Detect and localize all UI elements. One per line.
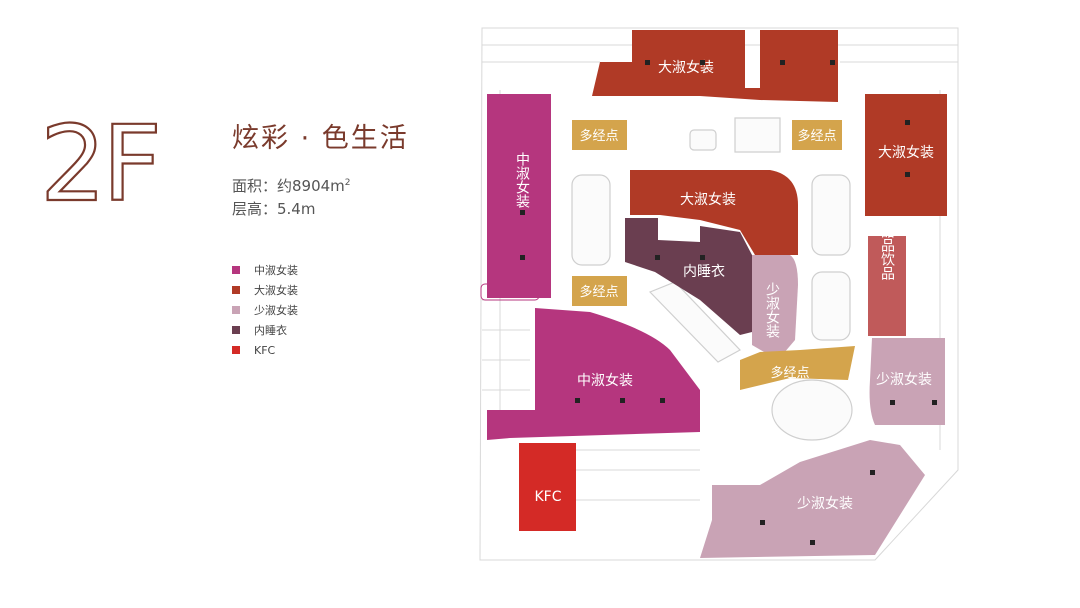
legend-swatch bbox=[232, 266, 240, 274]
area-info: 面积：约8904m2 bbox=[232, 175, 351, 196]
legend-item: 大淑女装 bbox=[232, 280, 298, 300]
legend-swatch bbox=[232, 326, 240, 334]
zone-shape bbox=[865, 94, 947, 216]
zone-shape bbox=[752, 255, 798, 360]
height-info: 层高：5.4m bbox=[232, 200, 316, 218]
legend-item: KFC bbox=[232, 340, 298, 360]
zone-shape bbox=[700, 440, 925, 558]
zone-shape bbox=[630, 170, 798, 255]
zone-label: 多经点 bbox=[579, 284, 618, 300]
zone-shape bbox=[487, 308, 700, 440]
zone-kfc[interactable]: KFC bbox=[519, 443, 576, 531]
zone-shape bbox=[572, 276, 627, 306]
zone-shape bbox=[869, 338, 945, 425]
zone-label: 大淑女装 bbox=[680, 191, 736, 208]
legend-item: 内睡衣 bbox=[232, 320, 298, 340]
zone-label: 多经点 bbox=[579, 128, 618, 144]
legend-swatch bbox=[232, 306, 240, 314]
zone-shao-right[interactable]: 少淑女装 bbox=[869, 338, 945, 425]
zone-neishuiyi[interactable]: 内睡衣 bbox=[625, 218, 752, 335]
zone-shao-center[interactable]: 少淑女装 bbox=[752, 255, 798, 360]
zone-label: 少淑女装 bbox=[876, 371, 932, 388]
legend-label: 内睡衣 bbox=[254, 324, 287, 337]
legend-swatch bbox=[232, 346, 240, 354]
zone-zhong-bottom[interactable]: 中淑女装 bbox=[487, 308, 700, 440]
legend-item: 中淑女装 bbox=[232, 260, 298, 280]
zone-da-top[interactable]: 大淑女装 bbox=[592, 30, 838, 102]
zone-duo-2[interactable]: 多经点 bbox=[792, 120, 842, 150]
zone-label: 多经点 bbox=[797, 128, 836, 144]
floor-title: 炫彩 · 色生活 bbox=[232, 123, 409, 154]
zone-label: KFC bbox=[534, 489, 561, 505]
zone-duo-1[interactable]: 多经点 bbox=[572, 120, 627, 150]
zone-shape bbox=[487, 94, 551, 298]
area-superscript: 2 bbox=[344, 178, 351, 188]
zone-zhong-left[interactable]: 中淑女装 bbox=[480, 94, 551, 301]
legend-label: KFC bbox=[254, 343, 276, 357]
zone-label: 多经点 bbox=[770, 365, 809, 381]
legend-swatch bbox=[232, 286, 240, 294]
zone-duo-4[interactable]: 多经点 bbox=[740, 346, 855, 390]
zone-label: 大淑女装 bbox=[878, 144, 934, 161]
floor-number: 2F bbox=[39, 103, 163, 225]
legend: 中淑女装 大淑女装 少淑女装 内睡衣 KFC bbox=[232, 260, 298, 360]
zone-label: 少淑女装 bbox=[797, 495, 853, 512]
zone-label: 甜品饮品 bbox=[879, 224, 895, 280]
zone-shape bbox=[519, 443, 576, 531]
area-label: 面积：约8904m bbox=[232, 177, 345, 195]
legend-label: 少淑女装 bbox=[254, 304, 298, 317]
zone-shape bbox=[625, 218, 752, 335]
zone-duo-3[interactable]: 多经点 bbox=[572, 276, 627, 306]
legend-item: 少淑女装 bbox=[232, 300, 298, 320]
zone-shao-bottom[interactable]: 少淑女装 bbox=[700, 440, 925, 558]
zone-label: 中淑女装 bbox=[514, 152, 530, 208]
zone-label: 内睡衣 bbox=[683, 264, 725, 280]
zone-da-center[interactable]: 大淑女装 bbox=[630, 170, 798, 255]
structural-columns bbox=[520, 60, 937, 545]
legend-label: 中淑女装 bbox=[254, 264, 298, 277]
zone-label: 大淑女装 bbox=[658, 59, 714, 76]
legend-label: 大淑女装 bbox=[254, 284, 298, 297]
zone-label: 少淑女装 bbox=[764, 282, 780, 338]
atrium-voids bbox=[571, 117, 853, 441]
zone-shape bbox=[792, 120, 842, 150]
zone-da-right[interactable]: 大淑女装 bbox=[865, 94, 947, 216]
zone-shape bbox=[572, 120, 627, 150]
zone-shape bbox=[740, 346, 855, 390]
zone-label: 中淑女装 bbox=[577, 372, 633, 389]
zone-shape bbox=[868, 236, 906, 336]
zone-shape bbox=[592, 30, 838, 102]
zone-tianpin[interactable]: 甜品饮品 bbox=[868, 224, 906, 336]
